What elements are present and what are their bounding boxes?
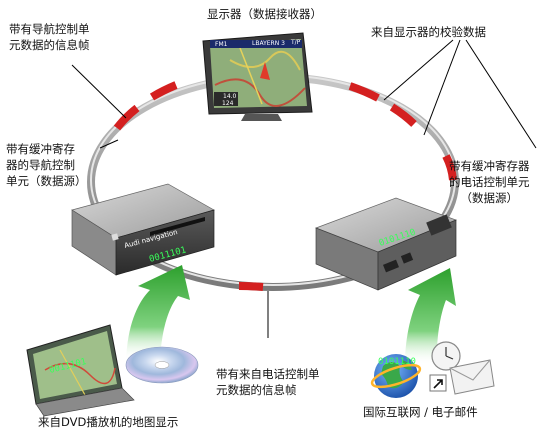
label-phone-unit-line-3: （数据源）: [460, 191, 519, 205]
screen-bottom-2: 124: [222, 100, 234, 107]
phone-unit-device: 0101110: [315, 197, 457, 291]
screen-header-left: FM1: [215, 41, 228, 48]
label-nav-frame: 带有导航控制单 元数据的信息帧: [9, 21, 90, 53]
dvd-laptop: 0011101: [26, 324, 135, 417]
globe-icon: 0101110: [370, 354, 422, 398]
label-phone-frame-line-2: 元数据的信息帧: [216, 383, 297, 397]
label-nav-frame-line-2: 元数据的信息帧: [9, 38, 90, 52]
label-internet: 国际互联网 / 电子邮件: [363, 405, 478, 419]
envelope-icon: [449, 359, 495, 395]
label-phone-unit: 带有缓冲寄存器 的电话控制单元 （数据源）: [449, 158, 530, 206]
label-nav-unit-line-2: 器的导航控制: [6, 158, 75, 172]
monitor-device: FM1 LBAYERN 3 T/P 14.0 124: [202, 32, 313, 121]
internet-code: 0101110: [378, 357, 416, 367]
label-phone-frame-line-1: 带有来自电话控制单: [216, 367, 320, 381]
label-nav-unit-line-3: 单元（数据源）: [6, 174, 87, 188]
label-checksum: 来自显示器的校验数据: [371, 25, 486, 39]
screen-bottom-1: 14.0: [223, 93, 237, 100]
label-nav-unit: 带有缓冲寄存 器的导航控制 单元（数据源）: [6, 141, 87, 189]
label-display: 显示器（数据接收器）: [207, 7, 322, 21]
screen-header-mid: LBAYERN 3: [252, 40, 285, 47]
dvd-disc: [125, 346, 199, 384]
clock-icon: [431, 341, 461, 371]
label-nav-unit-line-1: 带有缓冲寄存: [6, 142, 75, 156]
label-nav-frame-line-1: 带有导航控制单: [9, 22, 90, 36]
leader-lines: [71, 39, 537, 338]
label-phone-unit-line-1: 带有缓冲寄存器: [449, 159, 530, 173]
dvd-arrow: [126, 265, 190, 360]
label-dvd: 来自DVD播放机的地图显示: [38, 415, 179, 429]
shortcut-arrow-icon: [429, 374, 447, 392]
internet-arrow: [405, 268, 456, 365]
label-phone-frame: 带有来自电话控制单 元数据的信息帧: [216, 366, 320, 398]
navigation-unit-device: Audi navigation 0011101: [71, 183, 215, 276]
screen-header-right: T/P: [290, 39, 301, 46]
label-phone-unit-line-2: 的电话控制单元: [449, 175, 530, 189]
